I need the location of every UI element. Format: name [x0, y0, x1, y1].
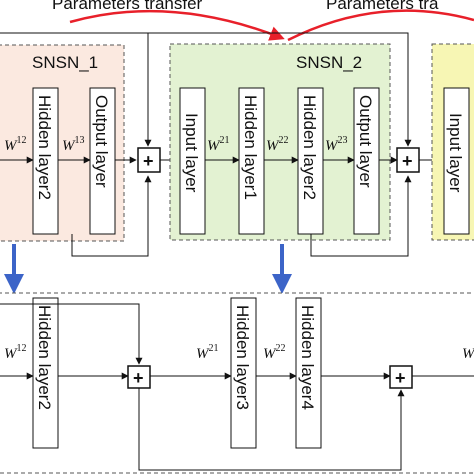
snsn-3-input-layer: [443, 87, 470, 235]
snsn-2-input-layer-label: Input layer: [182, 113, 201, 193]
bottom-hidden-layer3-label: Hidden layer3: [233, 305, 252, 410]
snsn-2-box: [169, 43, 391, 241]
snsn-1-title: SNSN_1: [32, 53, 98, 72]
snsn-2-weight-1: W21: [207, 135, 230, 154]
bottom-weight-4: W: [462, 346, 474, 362]
snsn-2-input-layer: [179, 87, 206, 235]
snsn-2-hidden-layer1-label: Hidden layer1: [241, 95, 260, 200]
transfer-arrow-1: [69, 9, 285, 41]
skip-bottom-to-plus2: [310, 175, 412, 257]
bottom-plus-symbol-1: +: [133, 368, 144, 388]
bottom-weight-3: W22: [263, 343, 286, 362]
snsn-2-output-layer-label: Output layer: [356, 95, 375, 188]
parameters-transfer-group: Parameters transfer Parameters tra: [52, 0, 474, 42]
bottom-hidden-layer4-label: Hidden layer4: [298, 305, 317, 410]
snsn-2-hidden-layer2-label: Hidden layer2: [300, 95, 319, 200]
snsn-1-output-layer: [89, 87, 116, 235]
plus-node-2: +: [396, 147, 420, 173]
snsn-1-weight-2: W13: [62, 135, 85, 154]
bottom-plus-box-2: [389, 365, 413, 389]
bottom-skip-to-plus2: [138, 388, 405, 471]
bottom-hidden-layer2: [32, 297, 59, 449]
bottom-weight-2: W21: [196, 343, 219, 362]
bottom-plus-node-2: +: [389, 365, 413, 389]
transfer-arrow-2: [287, 9, 474, 42]
bottom-plus-symbol-2: +: [395, 368, 406, 388]
bottom-hidden-layer4: [295, 297, 322, 449]
snsn-1-hidden-layer2: [32, 87, 59, 235]
transfer-label-1: Parameters transfer: [52, 0, 203, 13]
plus-node-1: +: [137, 147, 161, 173]
snsn-3-network: Input layer: [431, 43, 474, 241]
snsn-2-network: SNSN_2 Input layer Hidden layer1 Hidden …: [169, 43, 391, 241]
plus-symbol-1: +: [143, 151, 154, 171]
snsn-2-output-layer: [353, 87, 380, 235]
snsn-2-weight-3: W23: [325, 135, 348, 154]
skip-top-to-plus2: [148, 32, 412, 147]
bottom-plus-node-1: +: [127, 365, 151, 389]
plus-symbol-2: +: [402, 151, 413, 171]
snsn-1-weight-1: W12: [4, 135, 27, 154]
bottom-weight-1: W12: [4, 343, 27, 362]
snsn-2-weight-2: W22: [266, 135, 289, 154]
snsn-1-output-layer-label: Output layer: [92, 95, 111, 188]
snsn-2-hidden-layer1: [238, 87, 265, 235]
bottom-hidden-layer3: [230, 297, 257, 449]
skip-bottom-to-plus1: [71, 175, 152, 257]
snsn-1-network: SNSN_1 Hidden layer2 Output layer W12 W1…: [0, 44, 125, 242]
combined-network: Hidden layer2 Hidden layer3 Hidden layer…: [0, 292, 474, 474]
bottom-hidden-layer2-label: Hidden layer2: [35, 305, 54, 410]
transfer-label-2: Parameters tra: [326, 0, 439, 13]
bottom-skip-top-to-plus1: [0, 303, 143, 365]
snsn-3-input-layer-label: Input layer: [446, 113, 465, 193]
snsn-1-hidden-layer2-label: Hidden layer2: [35, 95, 54, 200]
snsn-2-title: SNSN_2: [296, 53, 362, 72]
